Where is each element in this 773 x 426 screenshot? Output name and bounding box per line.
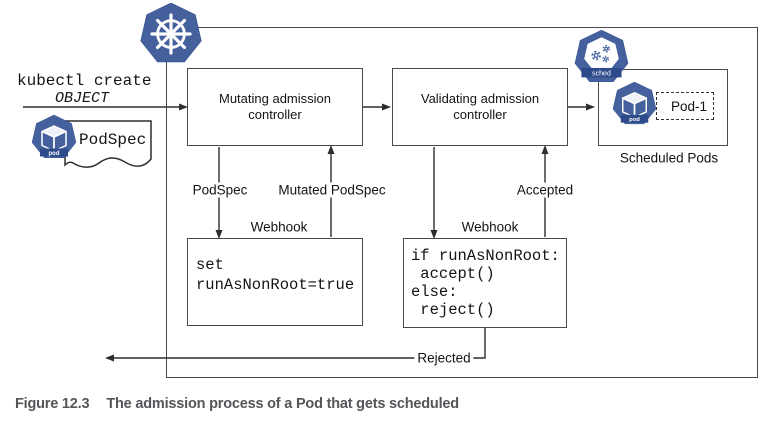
validating-webhook-code: if runAsNonRoot: accept() else: reject() [411, 247, 560, 319]
validating-admission-controller-label: Validating admission controller [420, 91, 540, 122]
figure-caption: Figure 12.3 The admission process of a Po… [15, 396, 459, 412]
mutating-admission-controller-box: Mutating admission controller [187, 68, 363, 146]
kubectl-object-text: OBJECT [55, 90, 110, 107]
pod-icon-badge-text: pod [49, 151, 60, 157]
mutating-admission-controller-label: Mutating admission controller [219, 91, 331, 122]
scheduler-icon: sched [574, 29, 629, 83]
figure-caption-number: Figure 12.3 [15, 396, 90, 412]
scheduled-pods-label: Scheduled Pods [616, 150, 722, 166]
kubernetes-logo-icon [140, 3, 202, 63]
kubectl-create-text: kubectl create [17, 72, 152, 90]
podspec-flow-label: PodSpec [189, 182, 251, 198]
podspec-document-shape [64, 120, 152, 168]
scheduled-pod-icon-badge-text: pod [629, 117, 640, 123]
webhook-left-label: Webhook [247, 219, 311, 235]
pod1-dashed-box: Pod-1 [656, 92, 714, 120]
pod1-label: Pod-1 [670, 98, 708, 114]
accepted-flow-label: Accepted [513, 182, 577, 198]
mutating-webhook-code: set runAsNonRoot=true [196, 256, 355, 294]
podspec-document-label: PodSpec [79, 131, 147, 149]
webhook-right-label: Webhook [458, 219, 522, 235]
rejected-flow-label: Rejected [414, 350, 474, 366]
scheduled-pod-icon: pod [612, 81, 657, 125]
mutating-webhook-box: set runAsNonRoot=true [187, 238, 363, 326]
mutated-podspec-flow-label: Mutated PodSpec [275, 182, 389, 198]
figure-caption-title: The admission process of a Pod that gets… [106, 396, 459, 412]
validating-admission-controller-box: Validating admission controller [392, 68, 568, 146]
scheduler-icon-badge-text: sched [592, 69, 611, 77]
validating-webhook-box: if runAsNonRoot: accept() else: reject() [403, 238, 567, 328]
pod-icon: pod [31, 114, 77, 158]
